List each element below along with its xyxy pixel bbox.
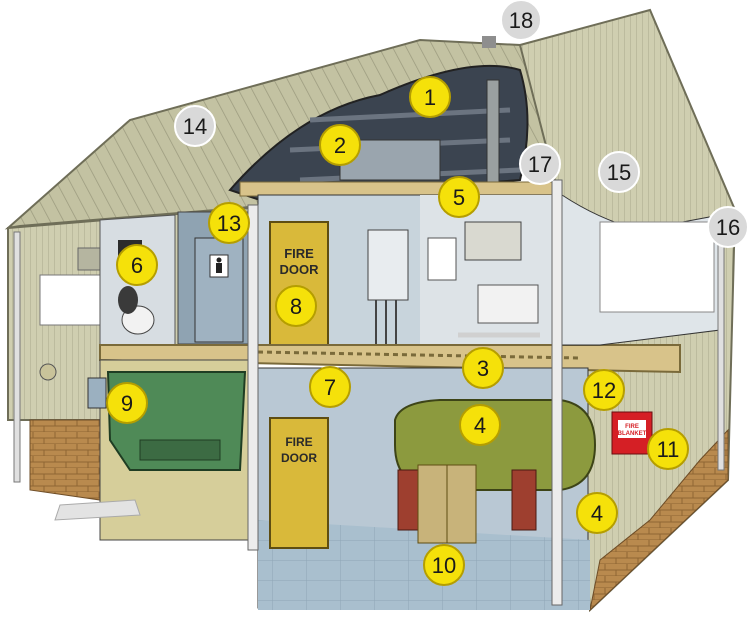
marker-5[interactable]: 5 (438, 176, 480, 218)
marker-circle (598, 151, 640, 193)
marker-15[interactable]: 15 (598, 151, 640, 193)
marker-10[interactable]: 10 (423, 544, 465, 586)
marker-6[interactable]: 6 (116, 244, 158, 286)
marker-number: 5 (453, 185, 465, 210)
fire-door-lower-sign-line2: DOOR (281, 451, 317, 465)
fire-blanket-label-line2: BLANKET (618, 431, 647, 437)
marker-13[interactable]: 13 (208, 202, 250, 244)
fire-door-upper-sign-line1: FIRE (284, 246, 314, 261)
marker-circle (319, 124, 361, 166)
marker-7[interactable]: 7 (309, 366, 351, 408)
ground-path (54, 499, 141, 521)
fire-door-lower (269, 417, 329, 549)
marker-number: 16 (716, 215, 740, 240)
gutter-downpipe (717, 209, 725, 471)
marker-number: 10 (432, 553, 456, 578)
tank-cradle-right (511, 469, 537, 531)
marker-8[interactable]: 8 (275, 285, 317, 327)
marker-circle (462, 347, 504, 389)
marker-number: 8 (290, 294, 302, 319)
marker-18[interactable]: 18 (500, 0, 542, 41)
marker-circle (208, 202, 250, 244)
marker-number: 4 (591, 501, 603, 526)
marker-circle (116, 244, 158, 286)
electrical-distribution-board (367, 229, 409, 301)
marker-number: 3 (477, 356, 489, 381)
air-vent-left (77, 247, 101, 271)
marker-12[interactable]: 12 (583, 369, 625, 411)
corner-post-right (551, 179, 563, 606)
marker-11[interactable]: 11 (647, 428, 689, 470)
marker-circle (423, 544, 465, 586)
marker-number: 13 (217, 211, 241, 236)
marker-4[interactable]: 4 (576, 492, 618, 534)
fire-door-upper-sign-line2: DOOR (280, 262, 320, 277)
marker-circle (174, 105, 216, 147)
person-icon (216, 257, 222, 273)
brick-base-right (589, 428, 729, 612)
roof-vent-pipe (482, 36, 496, 48)
radiator (477, 284, 539, 324)
corner-post-center (247, 204, 259, 551)
marker-number: 12 (592, 378, 616, 403)
marker-number: 18 (509, 8, 533, 33)
marker-9[interactable]: 9 (106, 382, 148, 424)
marker-number: 15 (607, 160, 631, 185)
fire-door-lower-sign-line1: FIRE (285, 435, 312, 449)
marker-3[interactable]: 3 (462, 347, 504, 389)
wall-heater-unit (464, 221, 522, 261)
marker-number: 11 (657, 437, 680, 462)
fire-door-upper (269, 221, 329, 349)
marker-17[interactable]: 17 (519, 143, 561, 185)
marker-4[interactable]: 4 (459, 404, 501, 446)
marker-circle (707, 206, 749, 248)
marker-number: 7 (324, 375, 336, 400)
marker-16[interactable]: 16 (707, 206, 749, 248)
loft-space (228, 64, 529, 202)
marker-circle (459, 404, 501, 446)
marker-circle (438, 176, 480, 218)
right-window (599, 221, 715, 313)
marker-circle (583, 369, 625, 411)
marker-circle (576, 492, 618, 534)
marker-2[interactable]: 2 (319, 124, 361, 166)
marker-number: 1 (424, 85, 436, 110)
marker-number: 4 (474, 413, 486, 438)
fire-blanket-label-line1: FIRE (625, 424, 639, 430)
marker-circle (309, 366, 351, 408)
marker-number: 17 (528, 152, 552, 177)
marker-circle (519, 143, 561, 185)
marker-number: 9 (121, 391, 133, 416)
marker-circle (647, 428, 689, 470)
marker-circle (275, 285, 317, 327)
first-floor-slab (99, 344, 681, 374)
front-window (39, 274, 103, 326)
brick-base-left (29, 419, 101, 501)
marker-1[interactable]: 1 (409, 76, 451, 118)
marker-number: 2 (334, 133, 346, 158)
marker-number: 14 (183, 114, 207, 139)
loft-insulation (239, 181, 561, 197)
outside-light (39, 363, 57, 381)
side-downpipe (13, 231, 21, 483)
marker-circle (409, 76, 451, 118)
toilet-door (194, 237, 244, 343)
marker-circle (106, 382, 148, 424)
marker-circle (500, 0, 542, 41)
marker-14[interactable]: 14 (174, 105, 216, 147)
marker-number: 6 (131, 253, 143, 278)
notice-board (427, 237, 457, 281)
flue-pipe (486, 79, 500, 191)
